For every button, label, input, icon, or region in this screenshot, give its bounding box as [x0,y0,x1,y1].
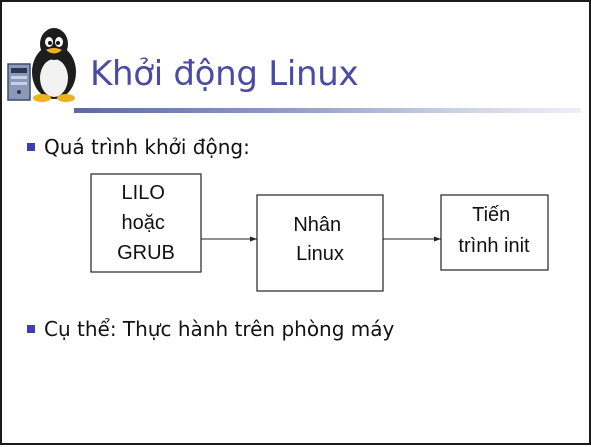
title-underline [74,108,581,113]
box-1-line-2: hoặc [122,212,165,234]
diagram-box-kernel [256,194,384,292]
tux-logo-icon [7,28,76,102]
slide-title: Khởi động Linux [90,54,359,94]
bullet-text: Quá trình khởi động: [44,135,250,159]
diagram-box-init [440,194,549,271]
bullet-square-icon [27,324,35,333]
box-2-line-1: Nhân [293,214,341,236]
svg-text:LILO hoặc GRUB: LILO hoặc GRUB [117,182,175,264]
box-3-line-2: trình init [458,235,530,257]
svg-text:Nhân Linux: Nhân Linux [293,214,346,265]
bullet-text: Cụ thể: Thực hành trên phòng máy [44,317,395,341]
bullet-square-icon [27,142,35,151]
box-3-line-1: Tiến [472,204,510,226]
bullet-item: Cụ thể: Thực hành trên phòng máy [27,317,394,341]
box-2-line-2: Linux [296,243,344,265]
box-1-line-3: GRUB [117,242,175,264]
bullet-item: Quá trình khởi động: [27,135,250,159]
diagram-box-bootloader [90,173,202,273]
box-1-line-1: LILO [122,182,165,204]
svg-text:Tiến trình init: Tiến trình init [458,204,530,257]
